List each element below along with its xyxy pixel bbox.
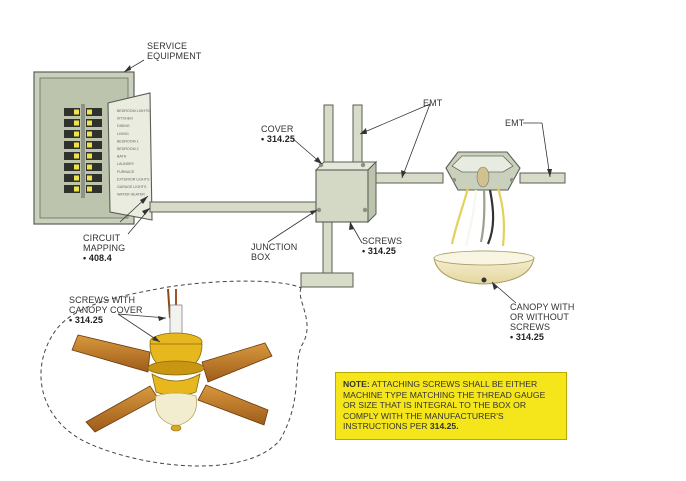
breaker — [86, 163, 102, 171]
breaker-toggle — [87, 120, 92, 126]
breaker — [64, 130, 80, 138]
emt-conduits — [149, 104, 566, 288]
panel-door — [107, 92, 153, 221]
fan-blade — [197, 384, 269, 426]
screw-icon — [362, 207, 368, 213]
breaker — [64, 152, 80, 160]
cover-label: COVER • 314.25 — [261, 124, 295, 144]
emt-label-top: EMT — [423, 98, 443, 108]
breaker-toggle — [87, 142, 92, 148]
breaker — [64, 185, 80, 193]
screw-icon — [360, 162, 366, 168]
breaker — [86, 185, 102, 193]
breaker — [86, 152, 102, 160]
bus-bar — [81, 104, 85, 198]
light-canopy — [433, 250, 535, 285]
breaker-toggle — [74, 120, 79, 126]
breaker — [86, 130, 102, 138]
breaker-toggle — [74, 153, 79, 159]
screws-label: SCREWS • 314.25 — [362, 236, 403, 256]
note-ref: 314.25. — [429, 421, 459, 432]
breaker-toggle — [74, 186, 79, 192]
fixture-wires — [450, 187, 506, 247]
note-prefix: NOTE: — [343, 379, 370, 389]
directory-entry: LIVING — [117, 132, 129, 136]
directory-entry: FURNACE — [117, 170, 135, 174]
breaker — [64, 141, 80, 149]
breaker — [64, 163, 80, 171]
fan-blade — [201, 342, 273, 383]
note-box: NOTE: ATTACHING SCREWS SHALL BE EITHER M… — [335, 372, 567, 440]
breaker-toggle — [74, 142, 79, 148]
breaker-array — [64, 104, 102, 198]
ceiling-fan — [71, 288, 273, 433]
fan-blade — [71, 334, 151, 373]
breaker — [86, 174, 102, 182]
breaker-toggle — [87, 175, 92, 181]
breaker — [86, 119, 102, 127]
screw-icon — [318, 162, 324, 168]
breaker — [64, 174, 80, 182]
directory-entry: GARAGE LIGHTS — [117, 185, 147, 189]
directory-entry: WATER HEATER — [117, 193, 145, 197]
fan-blade — [85, 385, 159, 433]
directory-entry: BEDROOM LIGHTS — [117, 109, 150, 113]
directory-entry: KITCHEN — [117, 117, 133, 121]
breaker — [64, 108, 80, 116]
screw-icon — [316, 207, 322, 213]
fan-detail-outline — [40, 280, 308, 467]
octagon-box — [445, 151, 521, 191]
canopy-label: CANOPY WITH OR WITHOUT SCREWS • 314.25 — [510, 302, 575, 342]
screws-canopy-cover-label: SCREWS WITH CANOPY COVER • 314.25 — [69, 295, 143, 325]
directory-entry: LAUNDRY — [117, 162, 135, 166]
breaker-toggle — [87, 186, 92, 192]
breaker — [86, 108, 102, 116]
directory-entry: BATH — [117, 155, 127, 159]
junction-box — [314, 160, 378, 224]
directory-entry: BEDROOM 2 — [117, 147, 139, 151]
junction-box-label: JUNCTION BOX — [251, 242, 298, 262]
breaker-toggle — [74, 109, 79, 115]
emt-label-right: EMT — [505, 118, 525, 128]
service-equipment-panel: BEDROOM LIGHTS KITCHEN DINING LIVING BEDROOM… — [33, 71, 153, 225]
breaker-toggle — [87, 131, 92, 137]
breaker-toggle — [74, 175, 79, 181]
directory-entry: BEDROOM 1 — [117, 139, 139, 143]
directory-entry: DINING — [117, 124, 130, 128]
breaker — [64, 119, 80, 127]
breaker-toggle — [74, 164, 79, 170]
breaker-toggle — [87, 153, 92, 159]
note-text: ATTACHING SCREWS SHALL BE EITHER MACHINE… — [343, 379, 546, 432]
breaker-toggle — [74, 131, 79, 137]
breaker — [86, 141, 102, 149]
circuit-mapping-label: CIRCUIT MAPPING • 408.4 — [83, 233, 126, 263]
breaker-toggle — [87, 164, 92, 170]
service-equipment-label: SERVICE EQUIPMENT — [147, 41, 202, 61]
panel-directory: BEDROOM LIGHTS KITCHEN DINING LIVING BEDROOM… — [117, 109, 150, 197]
breaker-toggle — [87, 109, 92, 115]
arrow-heads — [124, 65, 552, 342]
directory-entry: EXTERIOR LIGHTS — [117, 177, 150, 181]
